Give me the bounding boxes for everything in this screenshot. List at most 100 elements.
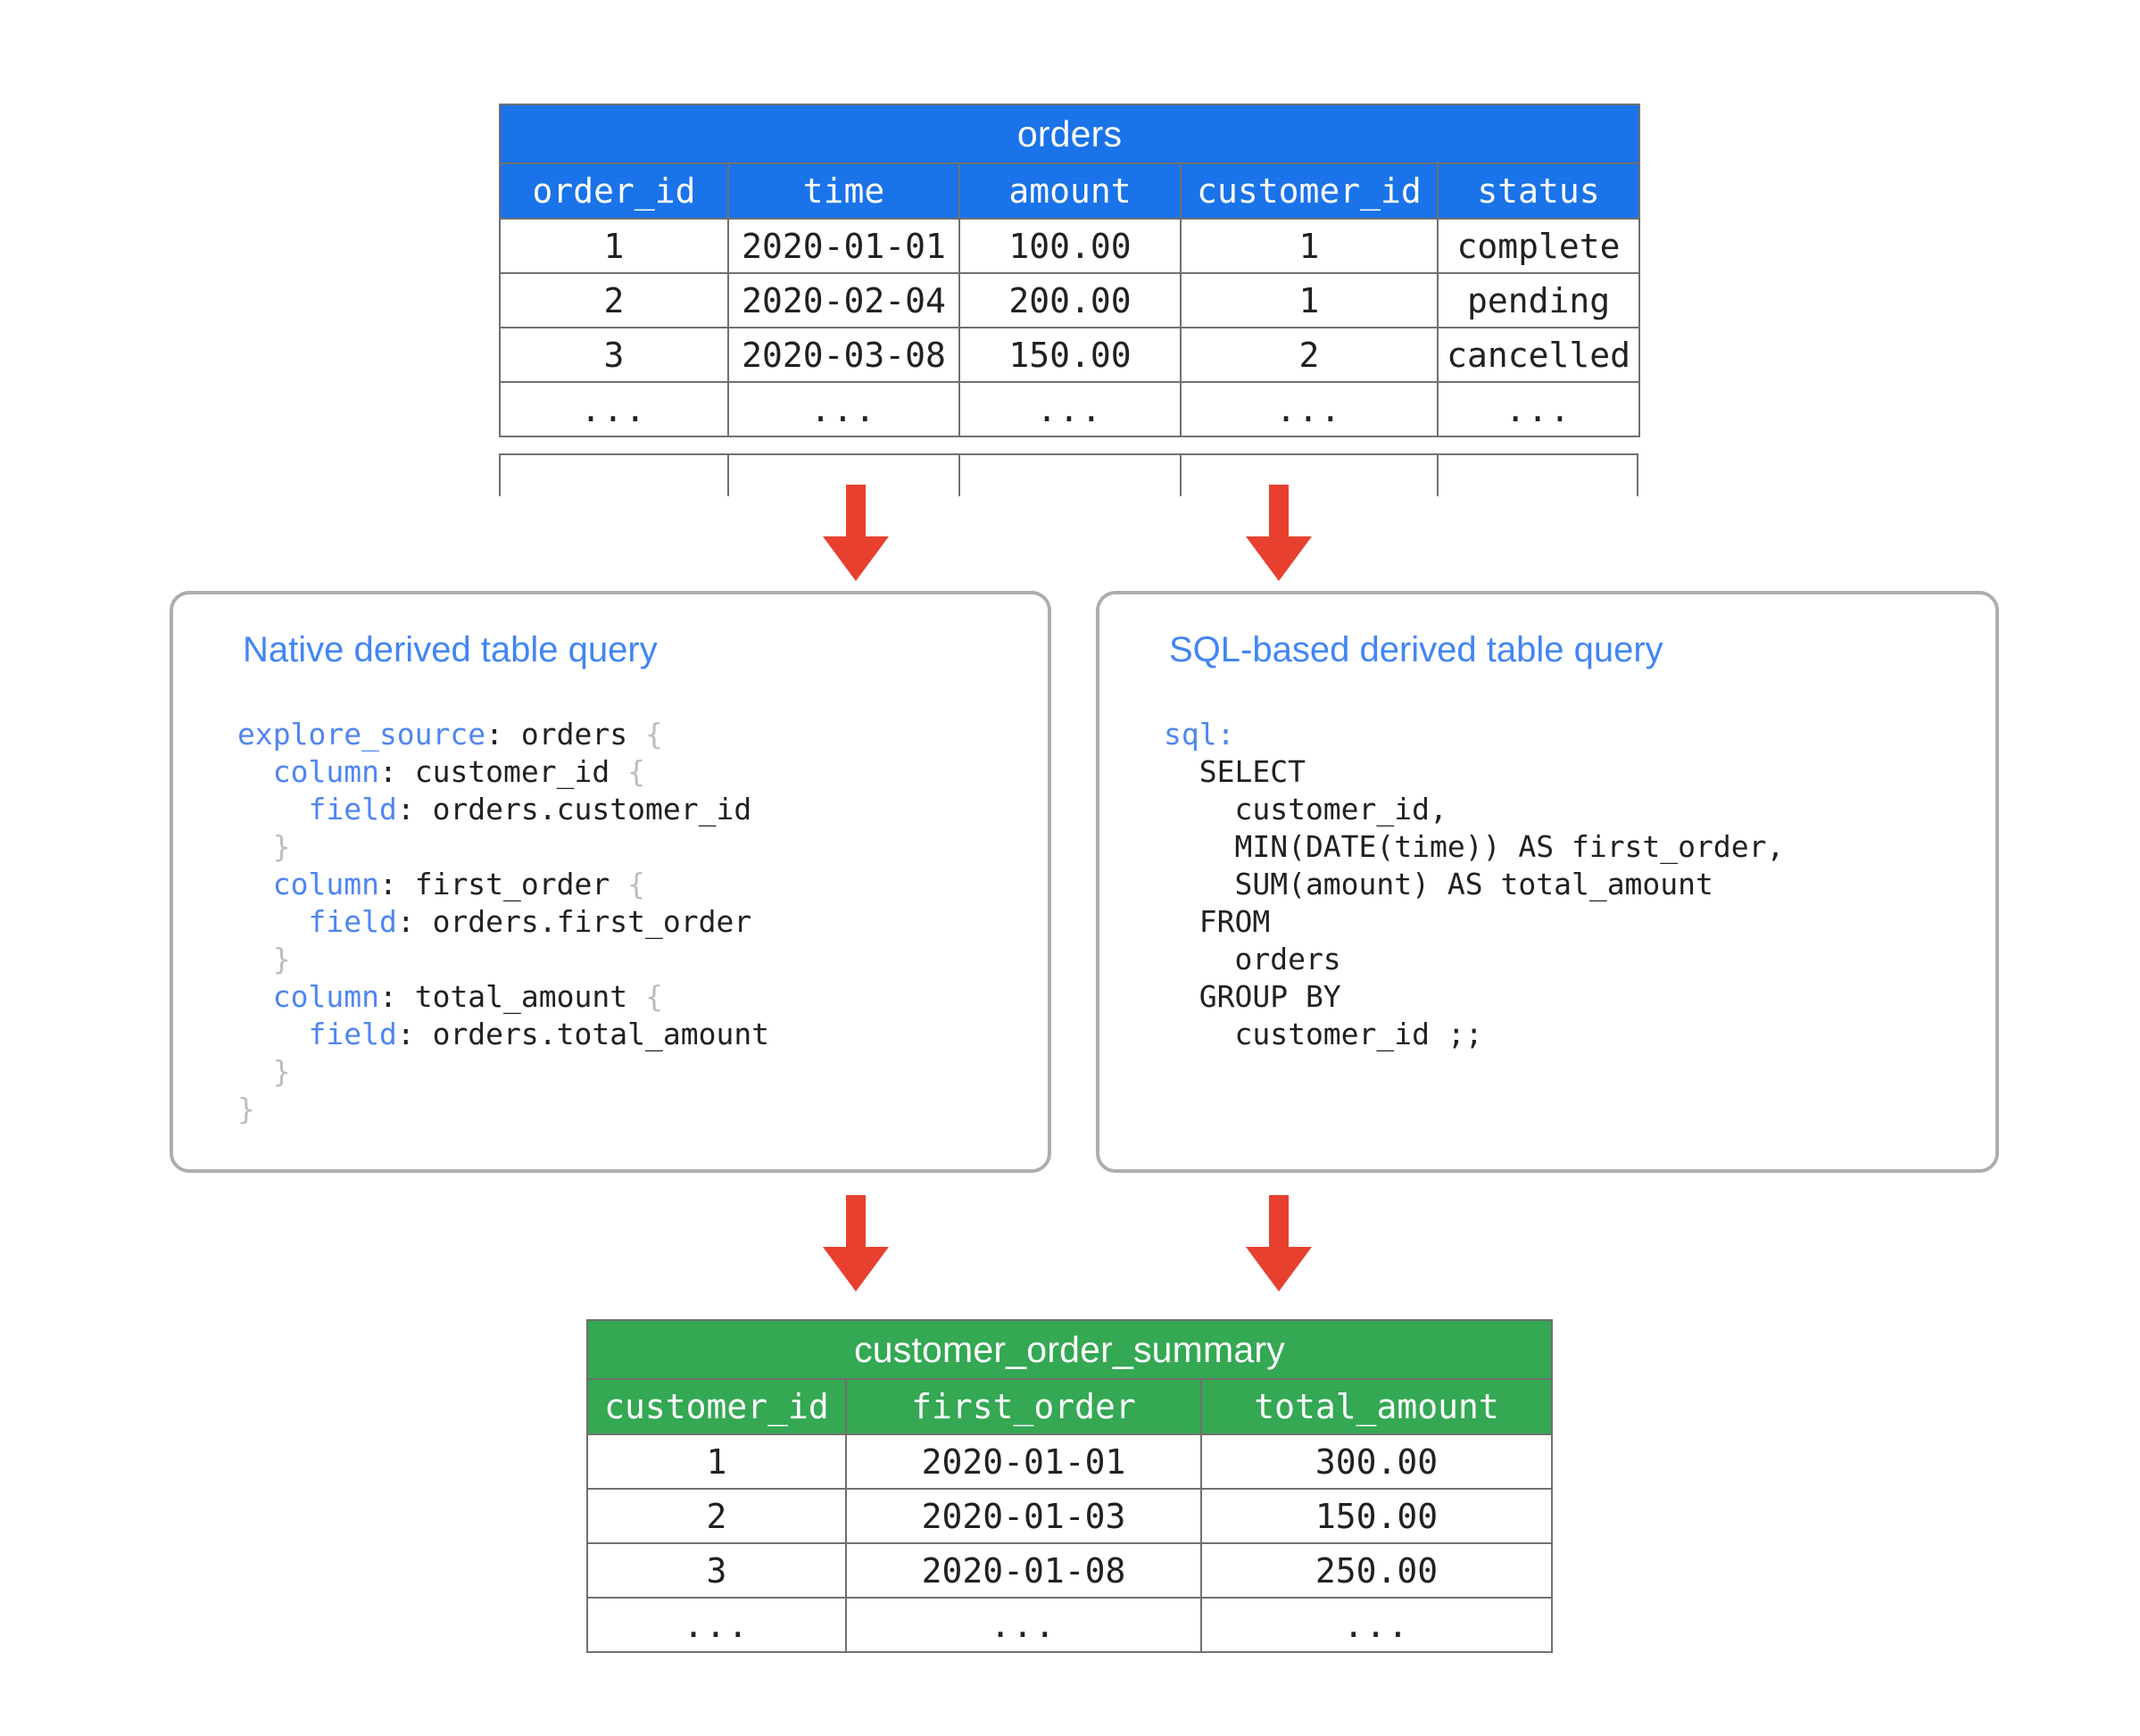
code-line: FROM	[1164, 903, 1784, 941]
orders-cell: 150.00	[958, 327, 1182, 383]
orders-cell: 1	[1180, 218, 1439, 274]
code-keyword: field	[308, 792, 397, 826]
code-keyword: explore_source	[237, 717, 486, 752]
code-text: SUM(amount) AS total_amount	[1164, 867, 1713, 901]
table-row-ellipsis: ... ... ...	[586, 1597, 1554, 1653]
arrow-head	[823, 536, 889, 581]
orders-truncated-divider	[1180, 453, 1182, 496]
code-keyword: column	[272, 979, 379, 1014]
code-line: orders	[1164, 941, 1784, 978]
code-line: field: orders.customer_id	[237, 791, 769, 828]
table-row: 2 2020-01-03 150.00	[586, 1488, 1554, 1544]
code-brace: }	[272, 829, 291, 864]
summary-cell: 300.00	[1199, 1433, 1554, 1490]
arrow-shaft	[846, 485, 866, 540]
summary-cell: 3	[586, 1542, 847, 1599]
orders-cell: 200.00	[958, 272, 1182, 328]
sql-code-block: sql: SELECT customer_id, MIN(DATE(time))…	[1164, 716, 1784, 1053]
orders-truncated-divider	[958, 453, 960, 496]
summary-cell-ellipsis: ...	[845, 1597, 1202, 1653]
code-line: field: orders.total_amount	[237, 1016, 769, 1053]
code-keyword: sql:	[1164, 717, 1235, 752]
table-row: 2 2020-02-04 200.00 1 pending	[499, 272, 1641, 328]
code-text: : customer_id	[378, 754, 628, 789]
orders-cell: 3	[499, 327, 729, 383]
code-line: column: total_amount {	[237, 978, 769, 1016]
code-text	[237, 942, 273, 976]
code-line: column: customer_id {	[237, 753, 769, 791]
code-text	[237, 904, 308, 939]
arrow-head	[1246, 536, 1312, 581]
code-brace: {	[644, 979, 663, 1014]
orders-cell: cancelled	[1436, 327, 1641, 383]
code-text	[237, 1017, 308, 1051]
summary-cell: 150.00	[1199, 1488, 1554, 1544]
summary-cell-ellipsis: ...	[1199, 1597, 1554, 1653]
arrow-head	[1246, 1247, 1312, 1292]
orders-col-order-id: order_id	[499, 162, 729, 220]
orders-col-time: time	[727, 162, 960, 220]
native-derived-table-card: Native derived table query explore_sourc…	[170, 591, 1051, 1173]
code-brace: {	[627, 867, 645, 901]
code-text	[237, 979, 273, 1014]
code-line: sql:	[1164, 716, 1784, 753]
orders-cell: complete	[1436, 218, 1641, 274]
native-card-title: Native derived table query	[243, 630, 658, 669]
orders-cell: 2020-01-01	[727, 218, 960, 274]
code-line: customer_id,	[1164, 791, 1784, 828]
code-line: }	[237, 828, 769, 866]
code-text: GROUP BY	[1164, 979, 1341, 1014]
orders-cell: 2020-02-04	[727, 272, 960, 328]
arrow-native-to-summary-icon	[823, 1195, 889, 1292]
orders-table-truncated-row	[499, 453, 1638, 496]
summary-table-header-row: customer_id first_order total_amount	[586, 1378, 1554, 1435]
orders-cell: 1	[499, 218, 729, 274]
code-line: SUM(amount) AS total_amount	[1164, 866, 1784, 903]
sql-derived-table-card: SQL-based derived table query sql: SELEC…	[1096, 591, 1999, 1173]
code-line: field: orders.first_order	[237, 903, 769, 941]
code-line: customer_id ;;	[1164, 1016, 1784, 1053]
code-text: orders	[1164, 942, 1341, 976]
orders-cell-ellipsis: ...	[727, 381, 960, 437]
code-keyword: field	[308, 904, 397, 939]
orders-col-amount: amount	[958, 162, 1182, 220]
code-text	[237, 829, 273, 864]
code-keyword: column	[272, 754, 379, 789]
code-brace: }	[272, 942, 291, 976]
orders-table-title-row: orders	[498, 104, 1641, 164]
code-text: : orders.total_amount	[396, 1017, 770, 1051]
code-text: : orders.first_order	[396, 904, 752, 939]
code-text: : first_order	[378, 867, 628, 901]
orders-cell-ellipsis: ...	[499, 381, 729, 437]
code-line: column: first_order {	[237, 866, 769, 903]
arrow-shaft	[1269, 1195, 1289, 1250]
orders-col-customer-id: customer_id	[1180, 162, 1439, 220]
orders-table-header-row: order_id time amount customer_id status	[499, 162, 1641, 220]
summary-cell: 2	[586, 1488, 847, 1544]
orders-table-truncated-row-body	[499, 453, 1638, 496]
code-line: SELECT	[1164, 753, 1784, 791]
summary-cell: 2020-01-08	[845, 1542, 1202, 1599]
orders-truncated-divider	[1437, 453, 1439, 496]
summary-cell: 1	[586, 1433, 847, 1490]
table-row: 1 2020-01-01 100.00 1 complete	[499, 218, 1641, 274]
arrow-head	[823, 1247, 889, 1292]
code-text: SELECT	[1164, 754, 1306, 789]
orders-cell-ellipsis: ...	[958, 381, 1182, 437]
arrow-orders-to-sql-icon	[1246, 485, 1312, 581]
orders-cell: 2020-03-08	[727, 327, 960, 383]
code-text	[237, 867, 273, 901]
summary-col-total-amount: total_amount	[1199, 1378, 1554, 1435]
orders-cell: 100.00	[958, 218, 1182, 274]
code-keyword: field	[308, 1017, 397, 1051]
table-row: 1 2020-01-01 300.00	[586, 1433, 1554, 1490]
summary-cell: 2020-01-01	[845, 1433, 1202, 1490]
code-brace: }	[272, 1054, 291, 1089]
summary-col-customer-id: customer_id	[586, 1378, 847, 1435]
orders-table: orders order_id time amount customer_id …	[498, 104, 1641, 437]
summary-col-first-order: first_order	[845, 1378, 1202, 1435]
code-brace: {	[644, 717, 663, 752]
code-text: customer_id ;;	[1164, 1017, 1483, 1051]
code-line: MIN(DATE(time)) AS first_order,	[1164, 828, 1784, 866]
code-text: : orders.customer_id	[396, 792, 752, 826]
